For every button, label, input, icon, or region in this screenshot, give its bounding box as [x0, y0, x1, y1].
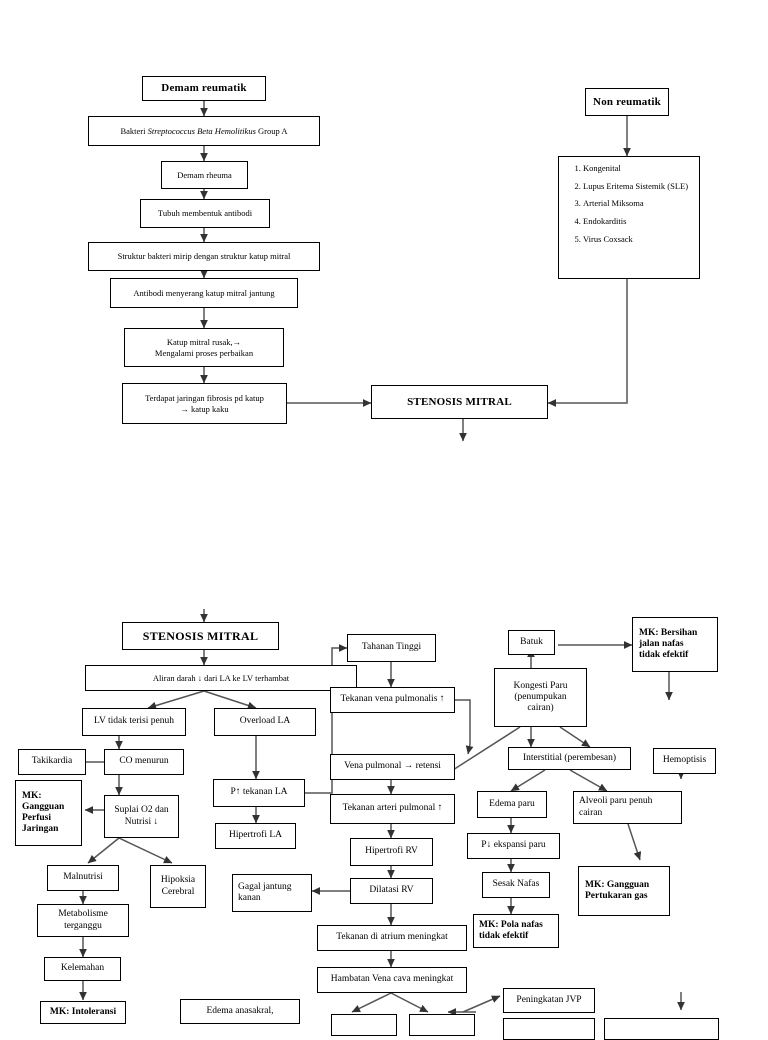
- node-alveoli-paru-penuh-cairan: Alveoli paru penuh cairan: [573, 791, 682, 824]
- mk-bersihan-line3: tidak efektif: [639, 650, 689, 661]
- node-malnutrisi: Malnutrisi: [47, 865, 119, 891]
- node-mk-gangguan-perfusi-jaringan: MK: Gangguan Perfusi Jaringan: [15, 780, 82, 846]
- node-overload-la: Overload LA: [214, 708, 316, 736]
- node-sesak-nafas: Sesak Nafas: [482, 872, 550, 898]
- mk-bersihan-line1: MK: Bersihan: [639, 627, 698, 638]
- node-hipertrofi-rv: Hipertrofi RV: [350, 838, 433, 866]
- mk-pola-nafas-line2: tidak efektif: [479, 931, 529, 941]
- mk-bersihan-line2: jalan nafas: [639, 638, 684, 649]
- node-antibodi-menyerang: Antibodi menyerang katup mitral jantung: [110, 278, 298, 308]
- katup-rusak-line2: Mengalami proses perbaikan: [154, 347, 254, 358]
- gagal-jantung-line2: kanan: [238, 893, 261, 903]
- hipoksia-line1: Hipoksia: [160, 875, 196, 886]
- alveoli-line2: cairan: [579, 807, 603, 818]
- node-hemoptisis: Hemoptisis: [653, 748, 716, 774]
- node-kongesti-paru: Kongesti Paru (penumpukan cairan): [494, 668, 587, 727]
- node-cutoff-right: [409, 1014, 475, 1036]
- katup-rusak-line1: Katup mitral rusak,→: [166, 337, 242, 348]
- fibrosis-line2: → katup kaku: [180, 403, 229, 414]
- mk-pertukaran-gas-line2: Pertukaran gas: [585, 891, 648, 901]
- node-non-reumatik-causes: Kongenital Lupus Eritema Sistemik (SLE) …: [558, 156, 700, 279]
- node-takikardia: Takikardia: [18, 749, 86, 775]
- node-tekanan-vena-pulmonalis: Tekanan vena pulmonalis ↑: [330, 687, 455, 713]
- list-item: Arterial Miksoma: [583, 198, 695, 209]
- non-reumatik-list: Kongenital Lupus Eritema Sistemik (SLE) …: [563, 163, 695, 244]
- node-p-ekspansi-paru: P↓ ekspansi paru: [467, 833, 560, 859]
- node-mk-pertukaran-gas: MK: Gangguan Pertukaran gas: [578, 866, 670, 916]
- metabolisme-line2: terganggu: [64, 920, 102, 931]
- kongesti-line3: cairan): [527, 703, 554, 714]
- node-kelemahan: Kelemahan: [44, 957, 121, 981]
- node-stenosis-mitral-top: STENOSIS MITRAL: [371, 385, 548, 419]
- node-tubuh-membentuk-antibodi: Tubuh membentuk antibodi: [140, 199, 270, 228]
- node-batuk: Batuk: [508, 630, 555, 655]
- node-bakteri-streptococcus: Bakteri Streptococcus Beta Hemolitikus G…: [88, 116, 320, 146]
- list-item: Endokarditis: [583, 216, 695, 227]
- node-demam-rheuma: Demam rheuma: [161, 161, 248, 189]
- mk-perfusi-line1: MK:: [22, 790, 42, 801]
- node-mk-intoleransi: MK: Intoleransi: [40, 1001, 126, 1024]
- node-edema-anasakral: Edema anasakral,: [180, 999, 300, 1024]
- node-tahanan-tinggi: Tahanan Tinggi: [347, 634, 436, 662]
- node-tekanan-arteri-pulmonal: Tekanan arteri pulmonal ↑: [330, 794, 455, 824]
- node-p-tekanan-la: P↑ tekanan LA: [213, 779, 305, 807]
- node-peningkatan-jvp: Peningkatan JVP: [503, 988, 595, 1013]
- bakteri-suffix: Group A: [255, 125, 288, 136]
- node-non-reumatik: Non reumatik: [585, 88, 669, 116]
- node-aliran-darah: Aliran darah ↓ dari LA ke LV terhambat: [85, 665, 357, 691]
- bakteri-italic: Streptococcus Beta Hemolitikus: [147, 125, 256, 136]
- suplai-line1: Suplai O2 dan: [114, 805, 169, 816]
- node-hambatan-vena-cava: Hambatan Vena cava meningkat: [317, 967, 467, 993]
- kongesti-line1: Kongesti Paru: [513, 680, 568, 691]
- node-jaringan-fibrosis: Terdapat jaringan fibrosis pd katup → ka…: [122, 383, 287, 424]
- node-gagal-jantung-kanan: Gagal jantung kanan: [232, 874, 312, 912]
- mk-perfusi-line4: Jaringan: [22, 824, 59, 835]
- node-cutoff-jvp-below: [503, 1018, 595, 1040]
- gagal-jantung-line1: Gagal jantung: [238, 881, 292, 892]
- node-mk-bersihan-jalan-nafas: MK: Bersihan jalan nafas tidak efektif: [632, 617, 718, 672]
- node-dilatasi-rv: Dilatasi RV: [350, 878, 433, 904]
- hipoksia-line2: Cerebral: [161, 886, 195, 897]
- node-stenosis-mitral-main: STENOSIS MITRAL: [122, 622, 279, 650]
- alveoli-line1: Alveoli paru penuh: [579, 796, 653, 807]
- node-vena-pulmonal-retensi: Vena pulmonal → retensi: [330, 754, 455, 780]
- node-lv-tidak-terisi: LV tidak terisi penuh: [82, 708, 186, 736]
- node-tekanan-atrium-meningkat: Tekanan di atrium meningkat: [317, 925, 467, 951]
- bakteri-prefix: Bakteri: [120, 125, 148, 136]
- node-suplai-o2-nutrisi: Suplai O2 dan Nutrisi ↓: [104, 795, 179, 838]
- list-item: Lupus Eritema Sistemik (SLE): [583, 181, 695, 192]
- fibrosis-line1: Terdapat jaringan fibrosis pd katup: [145, 393, 264, 404]
- mk-pertukaran-gas-line1: MK: Gangguan: [585, 879, 650, 890]
- node-edema-paru: Edema paru: [477, 791, 547, 818]
- node-hipoksia-cerebral: Hipoksia Cerebral: [150, 865, 206, 908]
- node-interstitial-perembesan: Interstitial (perembesan): [508, 747, 631, 770]
- node-hipertrofi-la: Hipertrofi LA: [215, 823, 296, 849]
- mk-perfusi-line2: Gangguan: [22, 801, 65, 812]
- node-mk-pola-nafas: MK: Pola nafas tidak efektif: [473, 914, 559, 948]
- suplai-line2: Nutrisi ↓: [124, 816, 159, 827]
- mk-perfusi-line3: Perfusi: [22, 813, 52, 823]
- mk-pola-nafas-line1: MK: Pola nafas: [479, 919, 543, 930]
- node-cutoff-left: [331, 1014, 397, 1036]
- node-struktur-bakteri: Struktur bakteri mirip dengan struktur k…: [88, 242, 320, 271]
- kongesti-line2: (penumpukan: [514, 691, 567, 702]
- list-item: Kongenital: [583, 163, 695, 174]
- node-katup-mitral-rusak: Katup mitral rusak,→ Mengalami proses pe…: [124, 328, 284, 367]
- metabolisme-line1: Metabolisme: [58, 909, 108, 920]
- node-metabolisme-terganggu: Metabolisme terganggu: [37, 904, 129, 937]
- list-item: Virus Coxsack: [583, 234, 695, 245]
- node-demam-reumatik: Demam reumatik: [142, 76, 266, 101]
- node-cutoff-far-right: [604, 1018, 719, 1040]
- node-co-menurun: CO menurun: [104, 749, 184, 775]
